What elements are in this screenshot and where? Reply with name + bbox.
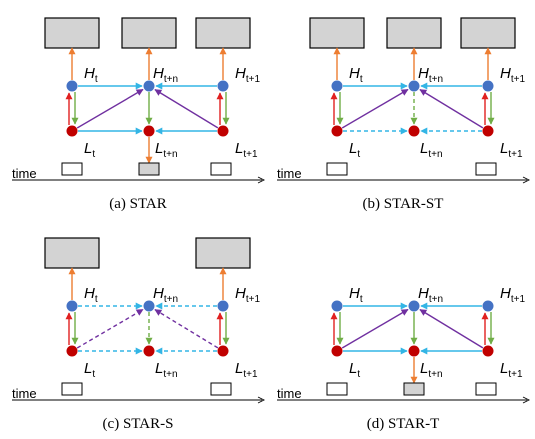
h-node — [408, 80, 420, 92]
h-node-label: Ht+1 — [235, 65, 260, 85]
time-box — [326, 162, 348, 176]
l-node — [408, 125, 420, 137]
edge-purple-L0-H1 — [76, 308, 144, 349]
h-node-label: Ht — [84, 65, 98, 85]
time-label: time — [12, 386, 37, 401]
time-box — [475, 382, 497, 396]
h-node-label: Ht+1 — [235, 285, 260, 305]
h-node-label: Ht+n — [153, 65, 178, 85]
h-node-label: Ht+n — [153, 285, 178, 305]
h-node — [66, 80, 78, 92]
time-label: time — [277, 166, 302, 181]
l-node — [482, 125, 494, 137]
time-box — [138, 162, 160, 176]
time-label: time — [277, 386, 302, 401]
h-node-label: Ht — [349, 285, 363, 305]
l-node — [143, 125, 155, 137]
l-node-label: Lt — [349, 360, 360, 380]
l-node — [217, 345, 229, 357]
h-node-label: Ht+n — [418, 65, 443, 85]
l-node-label: Lt+n — [420, 360, 443, 380]
h-node — [143, 300, 155, 312]
l-node — [408, 345, 420, 357]
l-node-label: Lt+1 — [500, 360, 523, 380]
output-box — [386, 17, 442, 49]
edge-purple-L2-H1 — [419, 309, 484, 349]
time-box — [403, 382, 425, 396]
time-box — [61, 382, 83, 396]
l-node-label: Lt+n — [155, 140, 178, 160]
edge-purple-L2-H1 — [419, 89, 484, 129]
l-node — [66, 345, 78, 357]
time-axis-arrowhead — [522, 396, 531, 404]
h-node — [482, 300, 494, 312]
time-box — [326, 382, 348, 396]
h-node — [408, 300, 420, 312]
l-node-label: Lt+n — [155, 360, 178, 380]
l-node-label: Lt+1 — [235, 360, 258, 380]
panel-caption: (a) STAR — [109, 196, 167, 212]
l-node — [331, 345, 343, 357]
output-box — [460, 17, 516, 49]
l-node-label: Lt — [349, 140, 360, 160]
output-box — [44, 17, 100, 49]
h-node — [217, 80, 229, 92]
output-box — [195, 237, 251, 269]
time-box — [61, 162, 83, 176]
l-node — [217, 125, 229, 137]
h-node — [331, 80, 343, 92]
time-box — [475, 162, 497, 176]
h-node-label: Ht — [84, 285, 98, 305]
l-node — [66, 125, 78, 137]
edge-purple-L0-H1 — [341, 308, 409, 349]
panel-caption: (c) STAR-S — [103, 416, 174, 432]
l-node-label: Lt — [84, 140, 95, 160]
edge-purple-L0-H1 — [341, 88, 409, 129]
output-box — [195, 17, 251, 49]
h-node-label: Ht+1 — [500, 65, 525, 85]
panel-caption: (d) STAR-T — [367, 416, 440, 432]
h-node-label: Ht+1 — [500, 285, 525, 305]
edge-purple-L2-H1 — [154, 309, 219, 349]
time-box — [210, 162, 232, 176]
time-axis-arrowhead — [522, 176, 531, 184]
edge-purple-L2-H1 — [154, 89, 219, 129]
panel-caption: (b) STAR-ST — [363, 196, 444, 212]
output-box — [121, 17, 177, 49]
output-box — [44, 237, 100, 269]
h-node — [482, 80, 494, 92]
h-node — [217, 300, 229, 312]
time-axis-arrowhead — [257, 176, 266, 184]
l-node-label: Lt+1 — [500, 140, 523, 160]
h-node-label: Ht — [349, 65, 363, 85]
h-node — [331, 300, 343, 312]
l-node — [143, 345, 155, 357]
l-node-label: Lt+1 — [235, 140, 258, 160]
h-node-label: Ht+n — [418, 285, 443, 305]
l-node — [482, 345, 494, 357]
output-box — [309, 17, 365, 49]
l-node — [331, 125, 343, 137]
edge-purple-L0-H1 — [76, 88, 144, 129]
l-node-label: Lt+n — [420, 140, 443, 160]
h-node — [143, 80, 155, 92]
time-box — [210, 382, 232, 396]
l-node-label: Lt — [84, 360, 95, 380]
h-node — [66, 300, 78, 312]
time-label: time — [12, 166, 37, 181]
time-axis-arrowhead — [257, 396, 266, 404]
